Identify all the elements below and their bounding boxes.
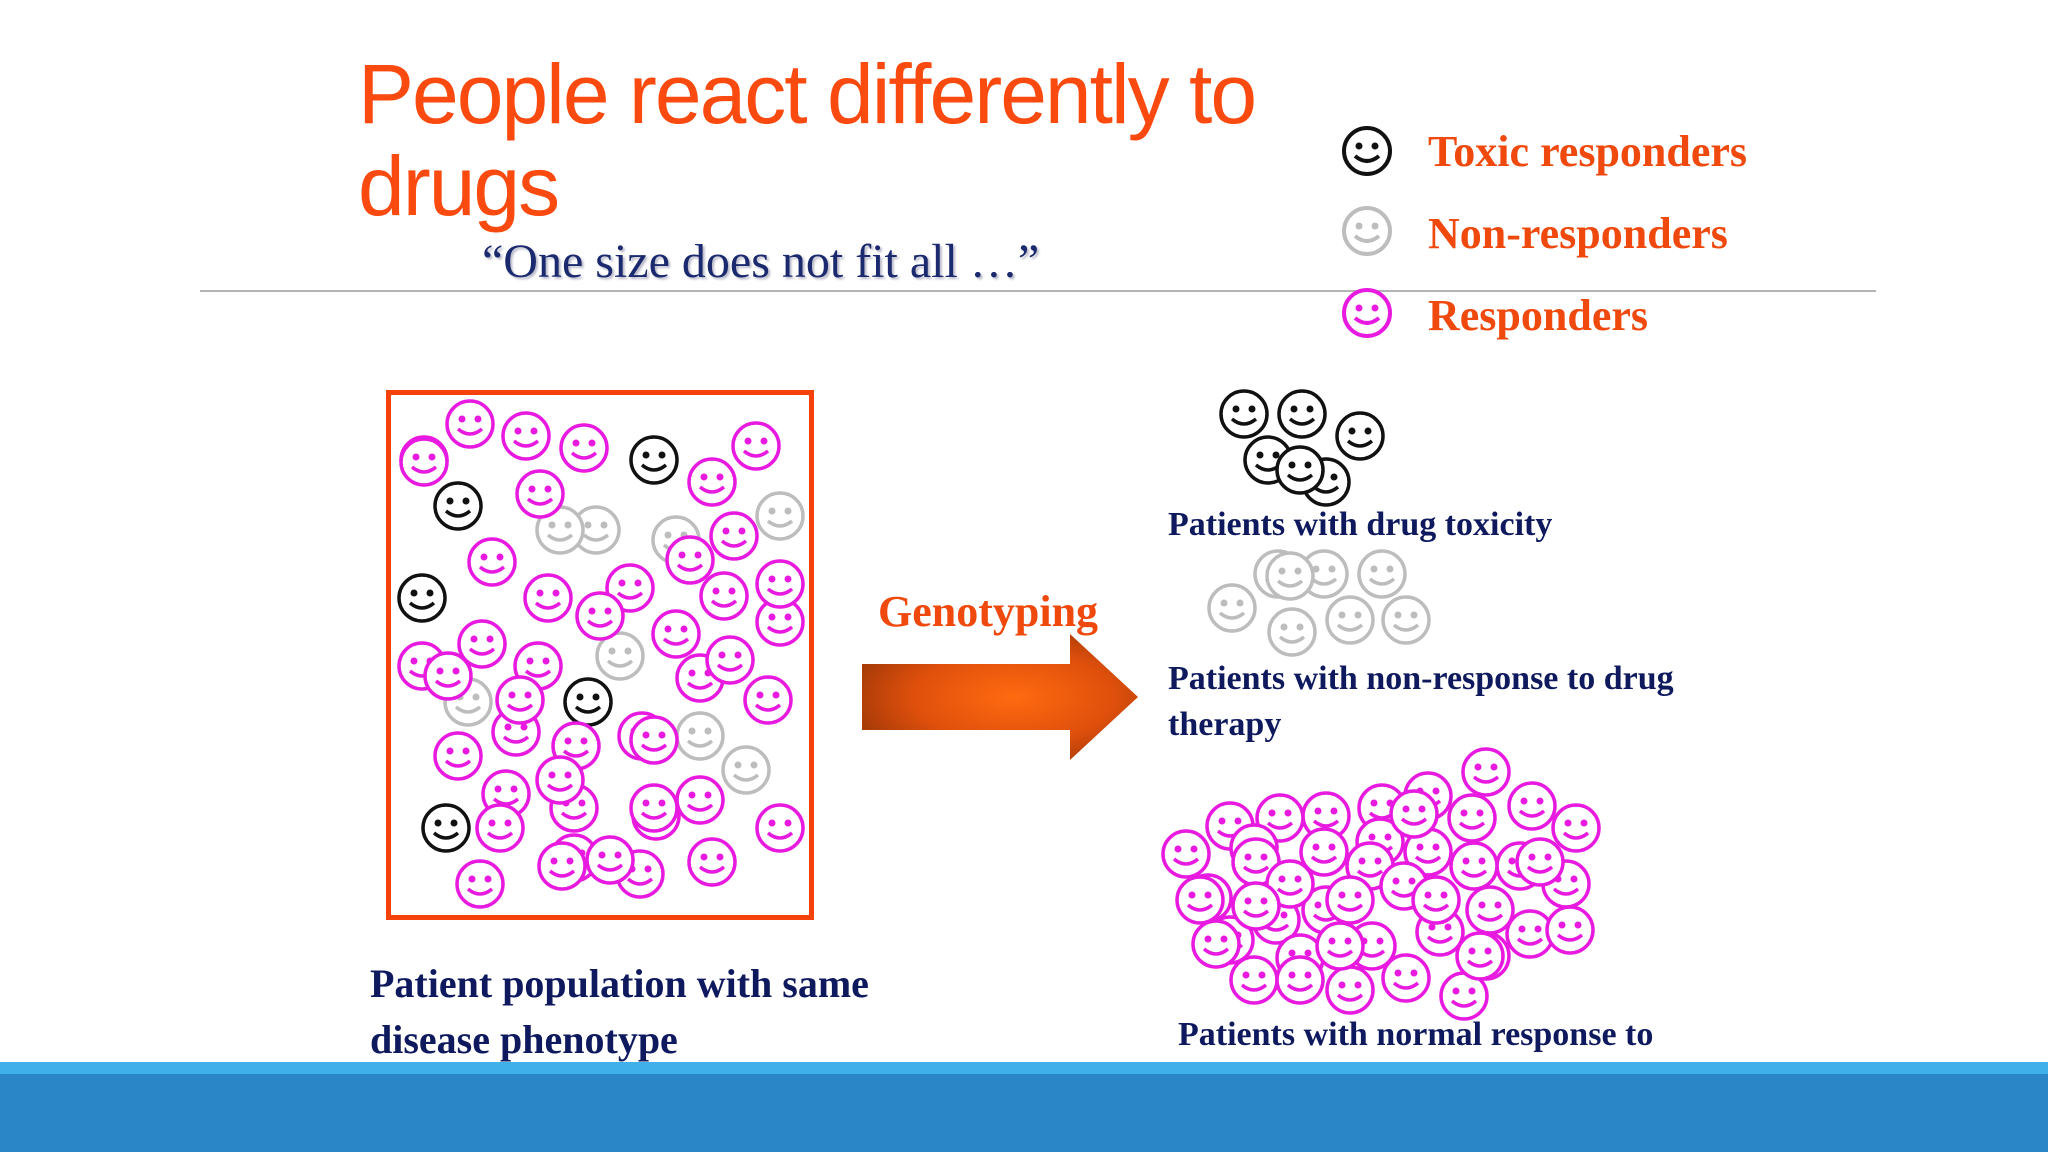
outcome-face-non bbox=[1357, 549, 1407, 599]
population-face-resp bbox=[605, 563, 655, 613]
outcome-face-resp bbox=[1465, 885, 1515, 935]
outcome-face-resp bbox=[1299, 827, 1349, 877]
population-face-resp bbox=[475, 803, 525, 853]
population-face-resp bbox=[523, 573, 573, 623]
toxic-responder-face-icon bbox=[1342, 126, 1392, 176]
population-face-resp bbox=[709, 511, 759, 561]
outcome-face-resp bbox=[1325, 875, 1375, 925]
outcome-face-resp bbox=[1455, 931, 1505, 981]
population-face-resp bbox=[585, 835, 635, 885]
outcome-caption-toxicity: Patients with drug toxicity bbox=[1168, 506, 1553, 543]
outcome-face-non bbox=[1267, 607, 1317, 657]
population-face-toxic bbox=[563, 677, 613, 727]
population-face-resp bbox=[687, 457, 737, 507]
legend-label-toxic: Toxic responders bbox=[1428, 127, 1748, 176]
population-face-resp bbox=[687, 837, 737, 887]
population-caption: Patient population with same disease phe… bbox=[370, 961, 869, 1062]
outcome-face-resp bbox=[1411, 875, 1461, 925]
population-face-non bbox=[535, 505, 585, 555]
population-face-resp bbox=[495, 675, 545, 725]
outcome-face-resp bbox=[1325, 965, 1375, 1015]
outcome-face-resp bbox=[1175, 875, 1225, 925]
population-face-resp bbox=[743, 675, 793, 725]
slide-title: People react differently to drugs bbox=[358, 47, 1257, 233]
population-face-resp bbox=[467, 537, 517, 587]
genotyping-arrow-icon bbox=[862, 634, 1138, 760]
population-face-non bbox=[721, 745, 771, 795]
population-face-resp bbox=[535, 755, 585, 805]
population-face-resp bbox=[731, 421, 781, 471]
outcome-face-resp bbox=[1545, 905, 1595, 955]
footer-bar bbox=[0, 1062, 2048, 1152]
population-face-toxic bbox=[421, 803, 471, 853]
population-face-non bbox=[595, 631, 645, 681]
outcome-face-resp bbox=[1231, 881, 1281, 931]
population-face-resp bbox=[457, 619, 507, 669]
population-face-resp bbox=[515, 469, 565, 519]
population-face-resp bbox=[423, 651, 473, 701]
legend-label-resp: Responders bbox=[1428, 291, 1649, 340]
population-face-resp bbox=[433, 731, 483, 781]
outcome-face-resp bbox=[1551, 803, 1601, 853]
population-face-resp bbox=[537, 841, 587, 891]
outcome-face-resp bbox=[1515, 837, 1565, 887]
patient-population-box bbox=[386, 390, 814, 920]
outcome-face-resp bbox=[1389, 789, 1439, 839]
population-face-resp bbox=[755, 559, 805, 609]
genotyping-label: Genotyping bbox=[878, 587, 1099, 636]
population-face-resp bbox=[755, 803, 805, 853]
population-face-toxic bbox=[629, 435, 679, 485]
outcome-face-toxic bbox=[1277, 389, 1327, 439]
outcome-face-resp bbox=[1449, 841, 1499, 891]
population-face-resp bbox=[629, 715, 679, 765]
outcome-caption-non-response: Patients with non-response to drug thera… bbox=[1168, 660, 1674, 743]
population-face-toxic bbox=[397, 573, 447, 623]
population-face-resp bbox=[455, 859, 505, 909]
responder-face-icon bbox=[1342, 288, 1392, 338]
population-face-resp bbox=[399, 437, 449, 487]
population-face-non bbox=[755, 491, 805, 541]
population-face-resp bbox=[705, 635, 755, 685]
outcome-face-non bbox=[1207, 583, 1257, 633]
outcome-face-resp bbox=[1507, 781, 1557, 831]
outcome-face-toxic bbox=[1335, 411, 1385, 461]
population-face-resp bbox=[501, 411, 551, 461]
title-divider bbox=[200, 290, 1876, 292]
outcome-face-non bbox=[1265, 551, 1315, 601]
outcome-face-resp bbox=[1461, 747, 1511, 797]
population-face-resp bbox=[575, 591, 625, 641]
population-face-toxic bbox=[433, 481, 483, 531]
non-responder-face-icon bbox=[1342, 206, 1392, 256]
outcome-face-toxic bbox=[1219, 389, 1269, 439]
outcome-face-non bbox=[1325, 595, 1375, 645]
outcome-face-non bbox=[1381, 595, 1431, 645]
population-face-resp bbox=[651, 609, 701, 659]
outcome-face-toxic bbox=[1275, 445, 1325, 495]
outcome-face-resp bbox=[1275, 955, 1325, 1005]
outcome-face-resp bbox=[1315, 921, 1365, 971]
outcome-face-resp bbox=[1161, 829, 1211, 879]
population-face-resp bbox=[629, 783, 679, 833]
population-face-resp bbox=[559, 423, 609, 473]
outcome-face-resp bbox=[1191, 919, 1241, 969]
population-face-resp bbox=[675, 775, 725, 825]
population-face-resp bbox=[445, 399, 495, 449]
outcome-face-resp bbox=[1381, 953, 1431, 1003]
population-face-resp bbox=[699, 571, 749, 621]
population-face-non bbox=[675, 711, 725, 761]
outcome-face-resp bbox=[1229, 955, 1279, 1005]
footer-highlight bbox=[0, 1062, 2048, 1074]
slide-subtitle: “One size does not fit all …” bbox=[482, 235, 1040, 288]
population-face-resp bbox=[665, 535, 715, 585]
outcome-face-resp bbox=[1447, 793, 1497, 843]
outcome-face-resp bbox=[1439, 971, 1489, 1021]
legend-label-non: Non-responders bbox=[1428, 209, 1728, 258]
outcome-face-resp bbox=[1265, 859, 1315, 909]
